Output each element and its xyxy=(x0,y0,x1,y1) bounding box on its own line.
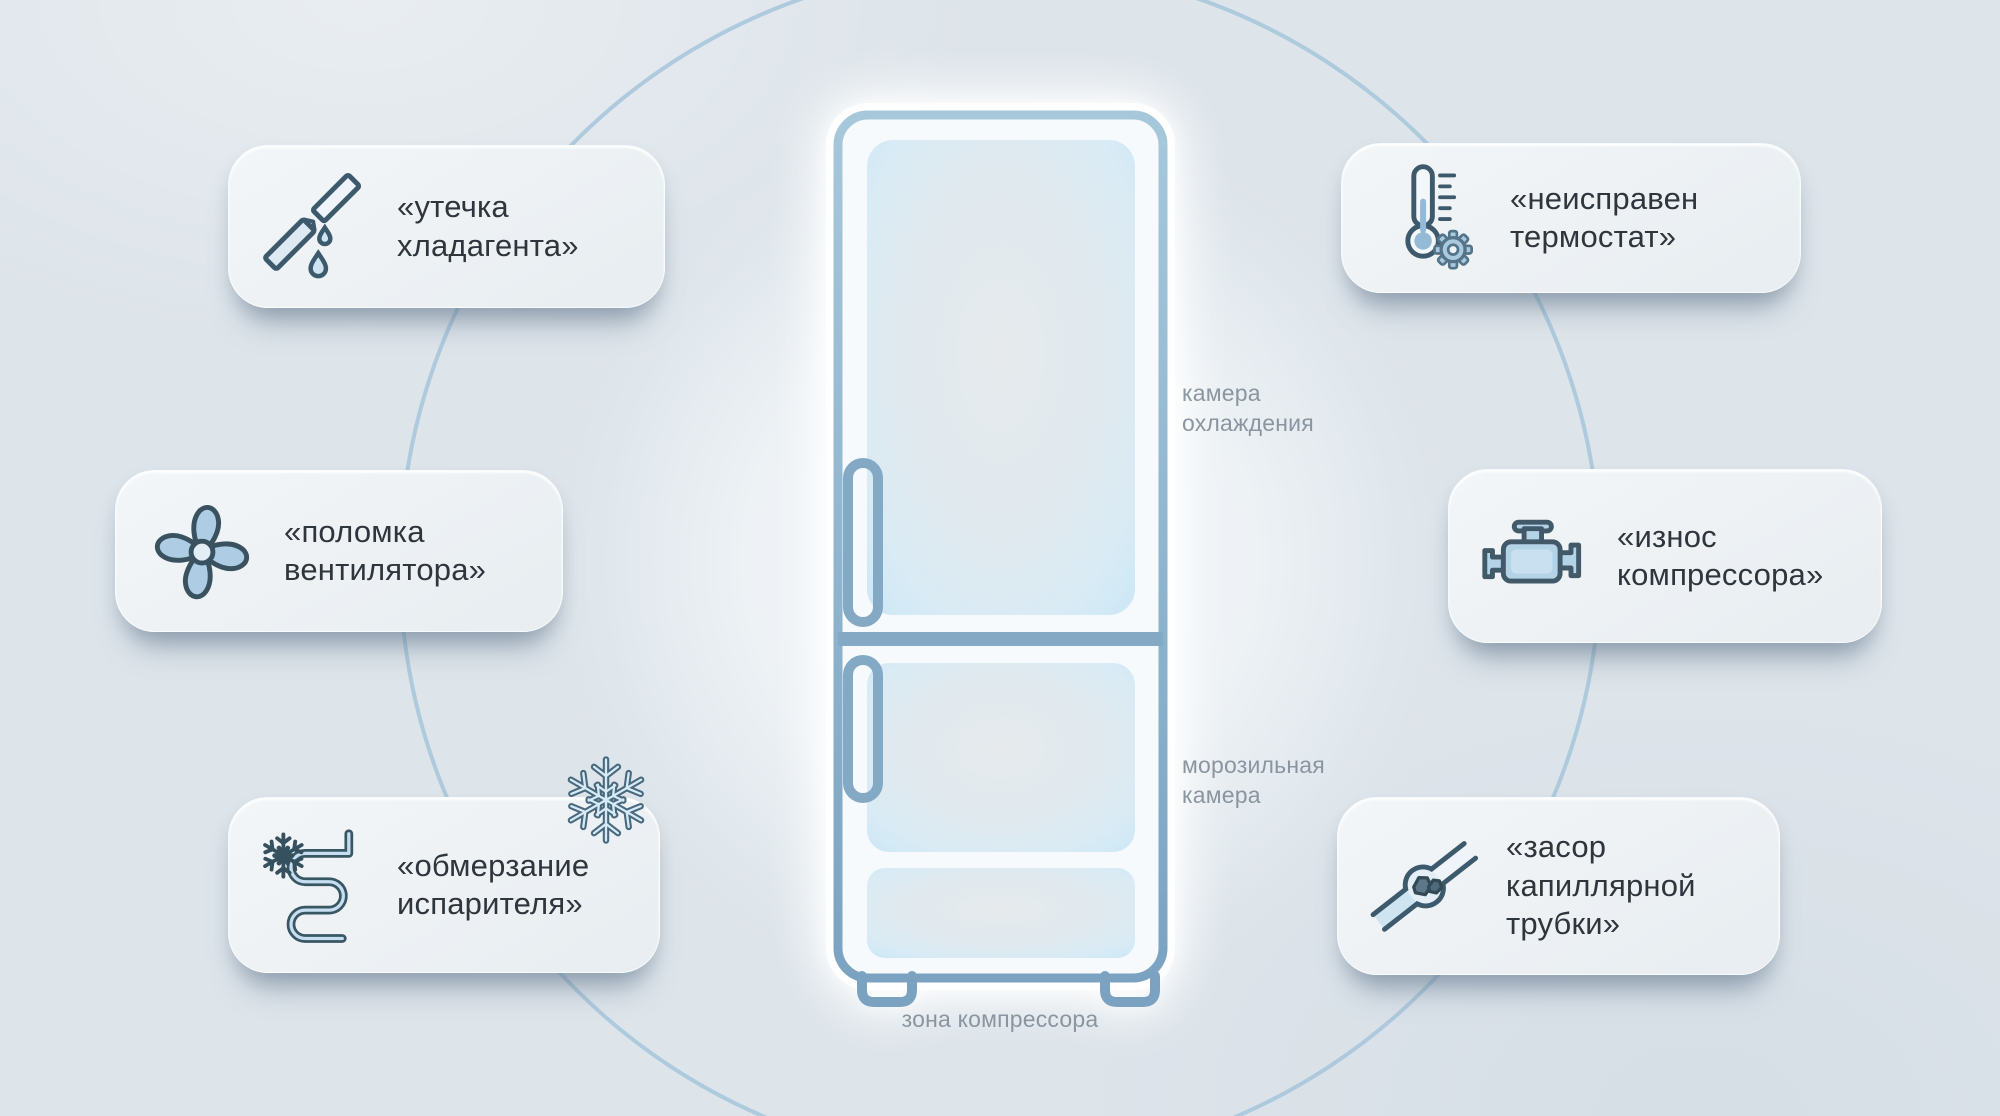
label-compressor-zone: зона компрессора xyxy=(901,1006,1099,1032)
clogged-tube-icon xyxy=(1364,826,1484,946)
card-fan-failure: «поломка вентилятора» xyxy=(115,470,563,632)
fridge-lower-handle xyxy=(843,655,883,803)
fridge-bottom-drawer-panel xyxy=(867,868,1135,958)
fridge-upper-handle xyxy=(843,458,883,627)
fridge-freezer-panel xyxy=(867,663,1135,852)
fan-icon xyxy=(142,491,262,611)
card-label: «поломка вентилятора» xyxy=(284,513,487,587)
compressor-engine-icon xyxy=(1475,496,1595,616)
card-label: «износ компрессора» xyxy=(1617,518,1824,592)
fridge-foot-left xyxy=(857,971,917,1007)
card-label: «обмерзание испарителя» xyxy=(397,847,590,921)
card-capillary-clog: «засор капиллярной трубки» xyxy=(1337,797,1780,975)
card-label: «неисправен термостат» xyxy=(1510,180,1699,254)
fridge-upper-door-panel xyxy=(867,140,1135,615)
card-thermostat-fault: «неисправен термостат» xyxy=(1341,143,1801,293)
card-refrigerant-leak: «утечка хладагента» xyxy=(228,145,665,308)
fridge-door-divider xyxy=(838,632,1163,646)
gear-icon xyxy=(1433,229,1473,270)
fridge-foot-right xyxy=(1100,971,1160,1007)
broken-pipe-drip-icon xyxy=(255,167,375,287)
snowflake-icon xyxy=(556,750,656,850)
frozen-evaporator-coil-icon xyxy=(255,825,375,945)
card-label: «утечка хладагента» xyxy=(397,189,579,263)
fridge-illustration xyxy=(826,103,1175,1007)
card-label: «засор капиллярной трубки» xyxy=(1506,829,1696,942)
label-freezer-chamber: морозильная камера xyxy=(1182,752,1325,809)
card-evaporator-frost: «обмерзание испарителя» xyxy=(228,797,660,973)
thermometer-gear-icon xyxy=(1368,158,1488,278)
label-cooling-chamber: камера охлаждения xyxy=(1182,380,1314,437)
card-compressor-wear: «износ компрессора» xyxy=(1448,469,1882,643)
